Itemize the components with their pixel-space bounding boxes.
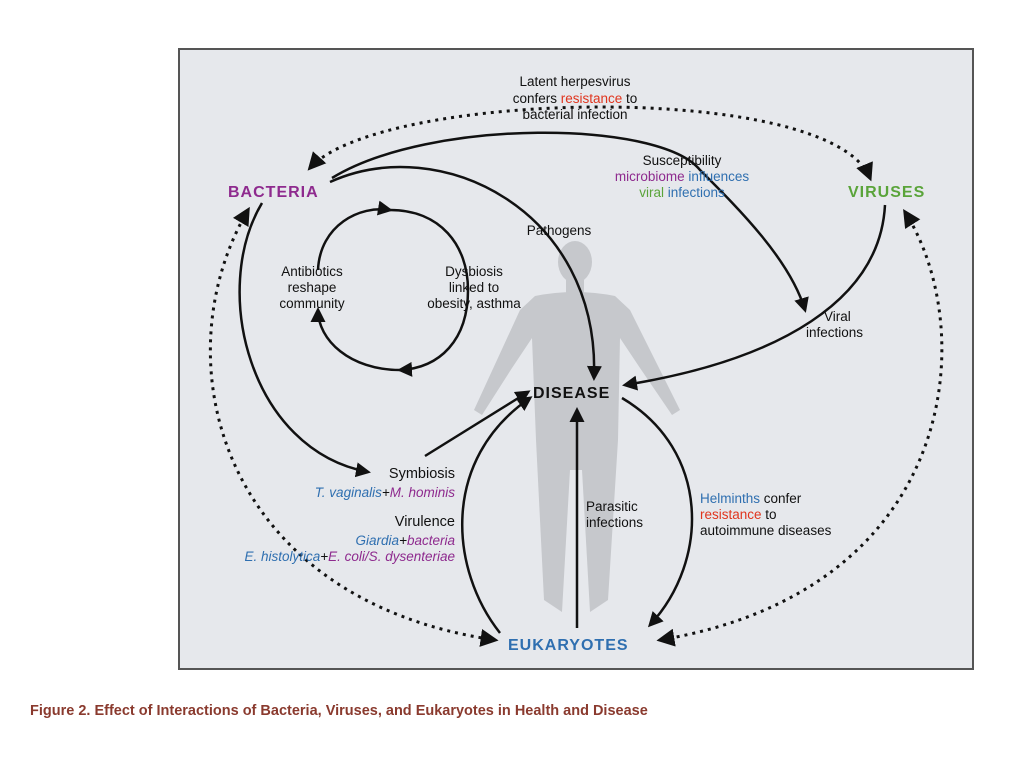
node-eukaryotes: EUKARYOTES bbox=[508, 637, 629, 654]
dotted-arrows bbox=[209, 105, 944, 647]
helminths-line3: autoimmune diseases bbox=[700, 523, 832, 538]
susceptibility-title: Susceptibility bbox=[643, 153, 722, 168]
dysbiosis-title: Dysbiosis bbox=[445, 264, 503, 279]
cycle-arrow-top bbox=[316, 200, 393, 271]
pathogens-label: Pathogens bbox=[527, 223, 592, 238]
arrow-eukaryotes-to-disease bbox=[461, 396, 533, 634]
viral-infections-line1: Viral bbox=[824, 309, 851, 324]
node-viruses: VIRUSES bbox=[848, 184, 925, 201]
cycle-arrow-left bbox=[310, 307, 401, 372]
node-bacteria: BACTERIA bbox=[228, 184, 319, 201]
arrow-bacteria-to-symbiosis bbox=[238, 202, 371, 478]
parasitic-line1: Parasitic bbox=[586, 499, 638, 514]
parasitic-line2: infections bbox=[586, 515, 643, 530]
virulence-line2: Giardia+bacteria bbox=[356, 533, 456, 548]
antibiotics-line3: community bbox=[279, 296, 345, 311]
figure-caption: Figure 2. Effect of Interactions of Bact… bbox=[30, 703, 648, 719]
virulence-title: Virulence bbox=[395, 514, 455, 530]
susceptibility-line3: viral infections bbox=[639, 185, 725, 200]
latent-line2: confers resistance to bbox=[513, 91, 638, 106]
viral-infections-line2: infections bbox=[806, 325, 863, 340]
virulence-line3: E. histolytica+E. coli/S. dysenteriae bbox=[245, 549, 456, 564]
arrow-viruses-to-disease bbox=[622, 204, 887, 391]
latent-line1: Latent herpesvirus bbox=[519, 74, 630, 89]
dotted-bacteria-eukaryotes bbox=[209, 206, 499, 647]
susceptibility-line2: microbiome influences bbox=[615, 169, 750, 184]
antibiotics-line1: Antibiotics bbox=[281, 264, 343, 279]
dysbiosis-line3: obesity, asthma bbox=[427, 296, 521, 311]
helminths-line2: resistance to bbox=[700, 507, 777, 522]
symbiosis-title: Symbiosis bbox=[389, 466, 455, 482]
symbiosis-organisms: T. vaginalis+M. hominis bbox=[315, 485, 455, 500]
dotted-bacteria-viruses bbox=[307, 105, 873, 182]
antibiotics-line2: reshape bbox=[288, 280, 337, 295]
helminths-line1: Helminths confer bbox=[700, 491, 802, 506]
latent-line3: bacterial infection bbox=[522, 107, 627, 122]
dysbiosis-line2: linked to bbox=[449, 280, 499, 295]
dotted-viruses-eukaryotes bbox=[656, 208, 944, 647]
arrow-symbiosis-to-disease bbox=[424, 390, 531, 458]
node-disease: DISEASE bbox=[533, 385, 610, 402]
